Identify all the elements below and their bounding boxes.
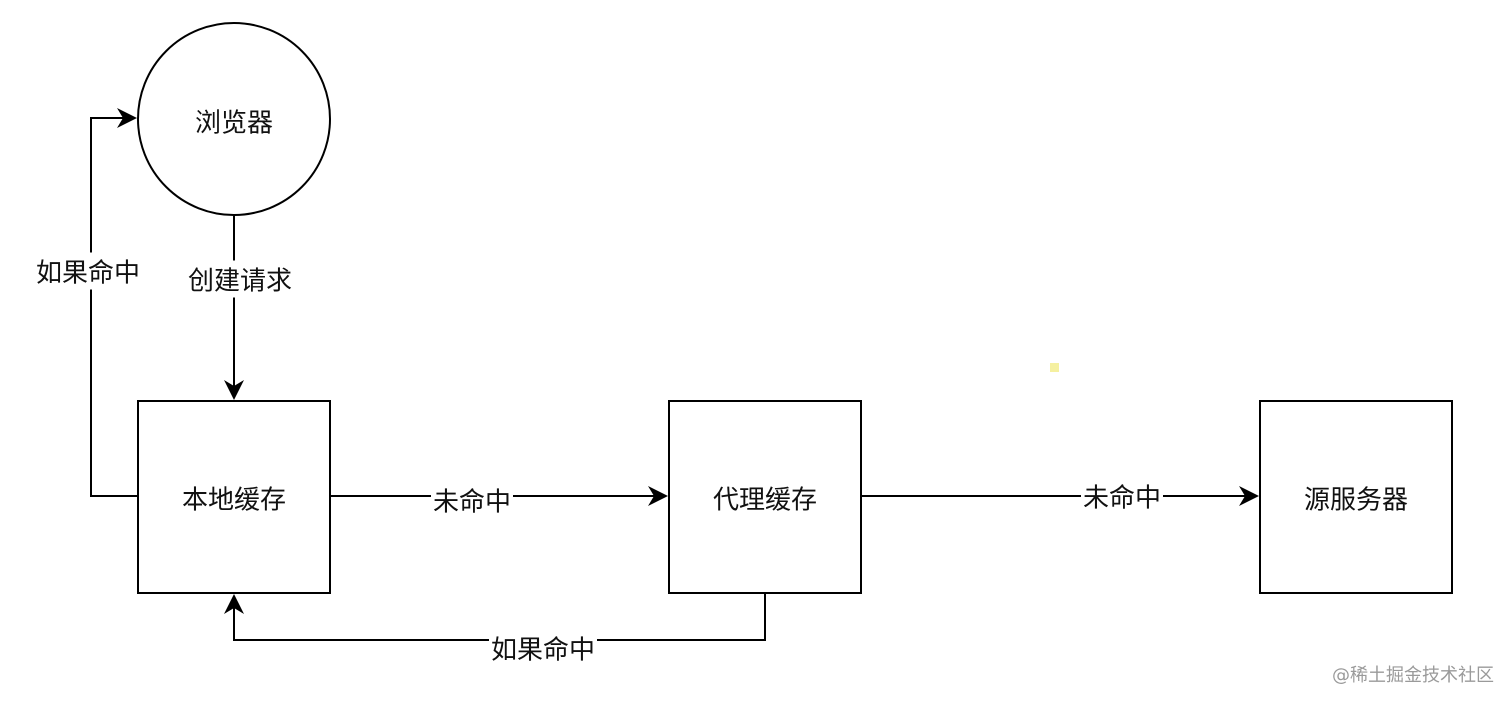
origin-server-node — [1259, 400, 1453, 594]
miss-proxy-to-origin-label: 未命中 — [1080, 477, 1164, 515]
proxy-cache-node — [668, 400, 862, 594]
edge-hit-to-browser — [90, 108, 138, 497]
origin-server-label: 源服务器 — [1303, 485, 1409, 516]
hit-to-browser-label: 如果命中 — [33, 252, 143, 290]
browser-label: 浏览器 — [194, 108, 274, 139]
local-cache-label: 本地缓存 — [181, 485, 287, 516]
local-cache-node — [137, 400, 331, 594]
watermark: @稀土掘金技术社区 — [1332, 665, 1494, 686]
cursor-dot — [1050, 363, 1059, 372]
create-request-label: 创建请求 — [185, 260, 295, 298]
miss-local-to-proxy-label: 未命中 — [430, 481, 514, 519]
hit-proxy-to-local-label: 如果命中 — [488, 629, 598, 667]
proxy-cache-label: 代理缓存 — [712, 485, 818, 516]
